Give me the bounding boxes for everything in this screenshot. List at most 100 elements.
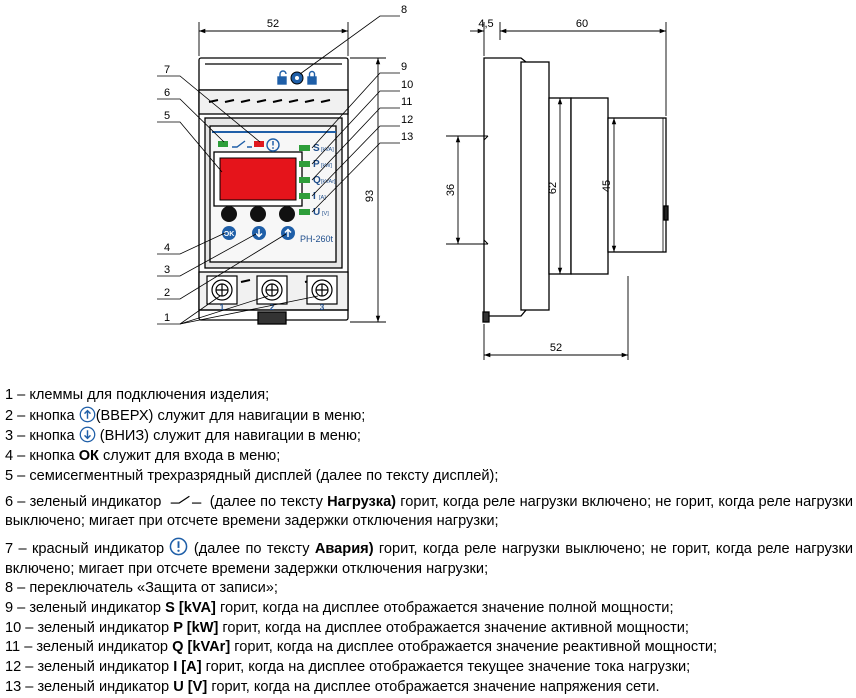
terminal-label-2: 2	[270, 303, 275, 312]
seven-segment-display	[219, 157, 297, 201]
legend-text-7b: (далее по тексту	[188, 540, 315, 557]
indicator-label-i: I	[313, 191, 316, 202]
indicator-unit-s: [kVA]	[321, 147, 334, 153]
legend-item-7: 7 – красный индикатор (далее по тексту А…	[5, 537, 853, 579]
terminal-label-3: 3	[320, 303, 325, 312]
dim-label-side-36: 36	[445, 184, 457, 196]
callout-4: 4	[164, 242, 170, 254]
indicator-label-q: Q	[313, 175, 321, 186]
legend-text-10-bold: P [kW]	[173, 619, 219, 636]
legend-text-4a: 4 – кнопка	[5, 448, 79, 465]
legend-item-9: 9 – зеленый индикатор S [kVA] горит, ког…	[5, 599, 853, 619]
dim-front-height	[350, 57, 386, 323]
legend-text-10a: 10 – зеленый индикатор	[5, 619, 174, 636]
load-led	[218, 141, 228, 147]
arrow-down-icon	[79, 427, 96, 443]
callout-11: 11	[401, 96, 412, 108]
status-strip	[212, 131, 336, 152]
indicator-label-p: P	[313, 159, 320, 170]
indicator-unit-q: [kVAr]	[321, 179, 336, 185]
led-s	[299, 145, 310, 151]
callout-12: 12	[401, 114, 413, 126]
legend-item-2: 2 – кнопка (ВВЕРХ) служит для навигации …	[5, 406, 853, 427]
legend-text-5: 5 – семисегментный трехразрядный дисплей…	[5, 467, 499, 484]
button-up-knob	[279, 206, 295, 222]
led-i	[299, 193, 310, 199]
dim-label-side-bottom: 52	[550, 342, 562, 354]
legend-text-13-bold: U [V]	[173, 678, 208, 695]
legend-item-11: 11 – зеленый индикатор Q [kVAr] горит, к…	[5, 638, 853, 658]
legend-text-12b: горит, когда на дисплее отображается тек…	[201, 659, 691, 676]
legend-text-13b: горит, когда на дисплее отображается зна…	[207, 678, 660, 695]
dim-label-side-offset: 4,5	[478, 18, 493, 30]
legend-item-3: 3 – кнопка (ВНИЗ) служит для навигации в…	[5, 426, 853, 447]
physical-buttons	[221, 206, 295, 222]
ok-icon-label: OK	[224, 231, 235, 238]
write-protect-switch	[277, 70, 317, 85]
legend-item-13: 13 – зеленый индикатор U [V] горит, когд…	[5, 678, 853, 698]
alarm-icon	[266, 138, 280, 152]
led-u	[299, 209, 310, 215]
legend-text-1: 1 – клеммы для подключения изделия;	[5, 387, 270, 403]
legend-text-11-bold: Q [kVAr]	[172, 639, 231, 656]
button-ok-knob	[221, 206, 237, 222]
legend: 1 – клеммы для подключения изделия; 2 – …	[5, 386, 853, 698]
dim-side-bottom	[483, 276, 629, 360]
callout-7: 7	[164, 64, 170, 76]
callout-5: 5	[164, 110, 170, 122]
legend-item-12: 12 – зеленый индикатор I [A] горит, когд…	[5, 658, 853, 678]
legend-text-3a: 3 – кнопка	[5, 428, 79, 445]
dim-side-36	[446, 135, 488, 245]
callout-9: 9	[401, 61, 407, 73]
alarm-icon	[170, 537, 188, 556]
legend-item-10: 10 – зеленый индикатор P [kW] горит, ког…	[5, 619, 853, 639]
legend-item-8: 8 – переключатель «Защита от записи»;	[5, 579, 853, 599]
legend-text-12-bold: I [A]	[173, 659, 202, 676]
button-down-knob	[250, 206, 266, 222]
legend-text-7c: горит, когда реле нагрузки выключено; не…	[5, 540, 853, 577]
dim-label-side-62: 62	[547, 182, 559, 194]
arrow-down-icon	[252, 226, 266, 240]
indicator-unit-p: [kW]	[321, 163, 332, 169]
callout-1: 1	[164, 312, 170, 324]
callout-8: 8	[401, 4, 407, 16]
legend-text-12a: 12 – зеленый индикатор	[5, 659, 174, 676]
side-view	[482, 57, 669, 323]
legend-text-7a: 7 – красный индикатор	[5, 540, 170, 557]
legend-item-1: 1 – клеммы для подключения изделия;	[5, 386, 853, 406]
legend-text-6a: 6 – зеленый индикатор	[5, 493, 166, 510]
callout-leaders	[157, 15, 400, 325]
legend-text-9b: горит, когда на дисплее отображается зна…	[215, 600, 674, 617]
legend-text-6c: горит, когда реле нагрузки включено; не …	[5, 493, 853, 530]
dim-label-front-height: 93	[364, 190, 376, 202]
front-view	[198, 57, 349, 325]
legend-text-2a: 2 – кнопка	[5, 407, 79, 424]
callout-13: 13	[401, 131, 413, 143]
led-p	[299, 161, 310, 167]
dim-side-top	[470, 22, 667, 116]
terminal-label-1: 1	[220, 303, 225, 312]
dim-label-side-45: 45	[601, 180, 613, 192]
indicator-unit-u: [V]	[322, 211, 329, 217]
legend-text-11a: 11 – зеленый индикатор	[5, 639, 173, 656]
relay-switch-icon	[170, 495, 201, 504]
legend-text-9-bold: S [kVA]	[165, 600, 216, 617]
arrow-up-icon	[281, 226, 295, 240]
indicator-unit-i: [A]	[319, 195, 326, 201]
legend-text-4b: служит для входа в меню;	[98, 448, 281, 465]
legend-item-4: 4 – кнопка ОК служит для входа в меню;	[5, 447, 853, 467]
callout-10: 10	[401, 79, 413, 91]
indicator-column: S [kVA] P [kW] Q [kVAr] I [A] U [V]	[299, 143, 336, 218]
indicator-label-u: U	[313, 207, 320, 218]
legend-text-2b: (ВВЕРХ) служит для навигации в меню;	[95, 407, 366, 424]
arrow-up-icon	[79, 406, 96, 423]
unlock-icon	[277, 70, 287, 85]
dim-label-side-width: 60	[576, 18, 588, 30]
legend-text-10b: горит, когда на дисплее отображается зна…	[218, 619, 689, 636]
legend-item-5: 5 – семисегментный трехразрядный дисплей…	[5, 467, 853, 487]
legend-text-7-bold: Авария)	[314, 540, 374, 557]
ok-icon: OK	[222, 226, 236, 240]
callout-2: 2	[164, 287, 170, 299]
led-q	[299, 177, 310, 183]
legend-text-11b: горит, когда на дисплее отображается зна…	[230, 639, 718, 656]
